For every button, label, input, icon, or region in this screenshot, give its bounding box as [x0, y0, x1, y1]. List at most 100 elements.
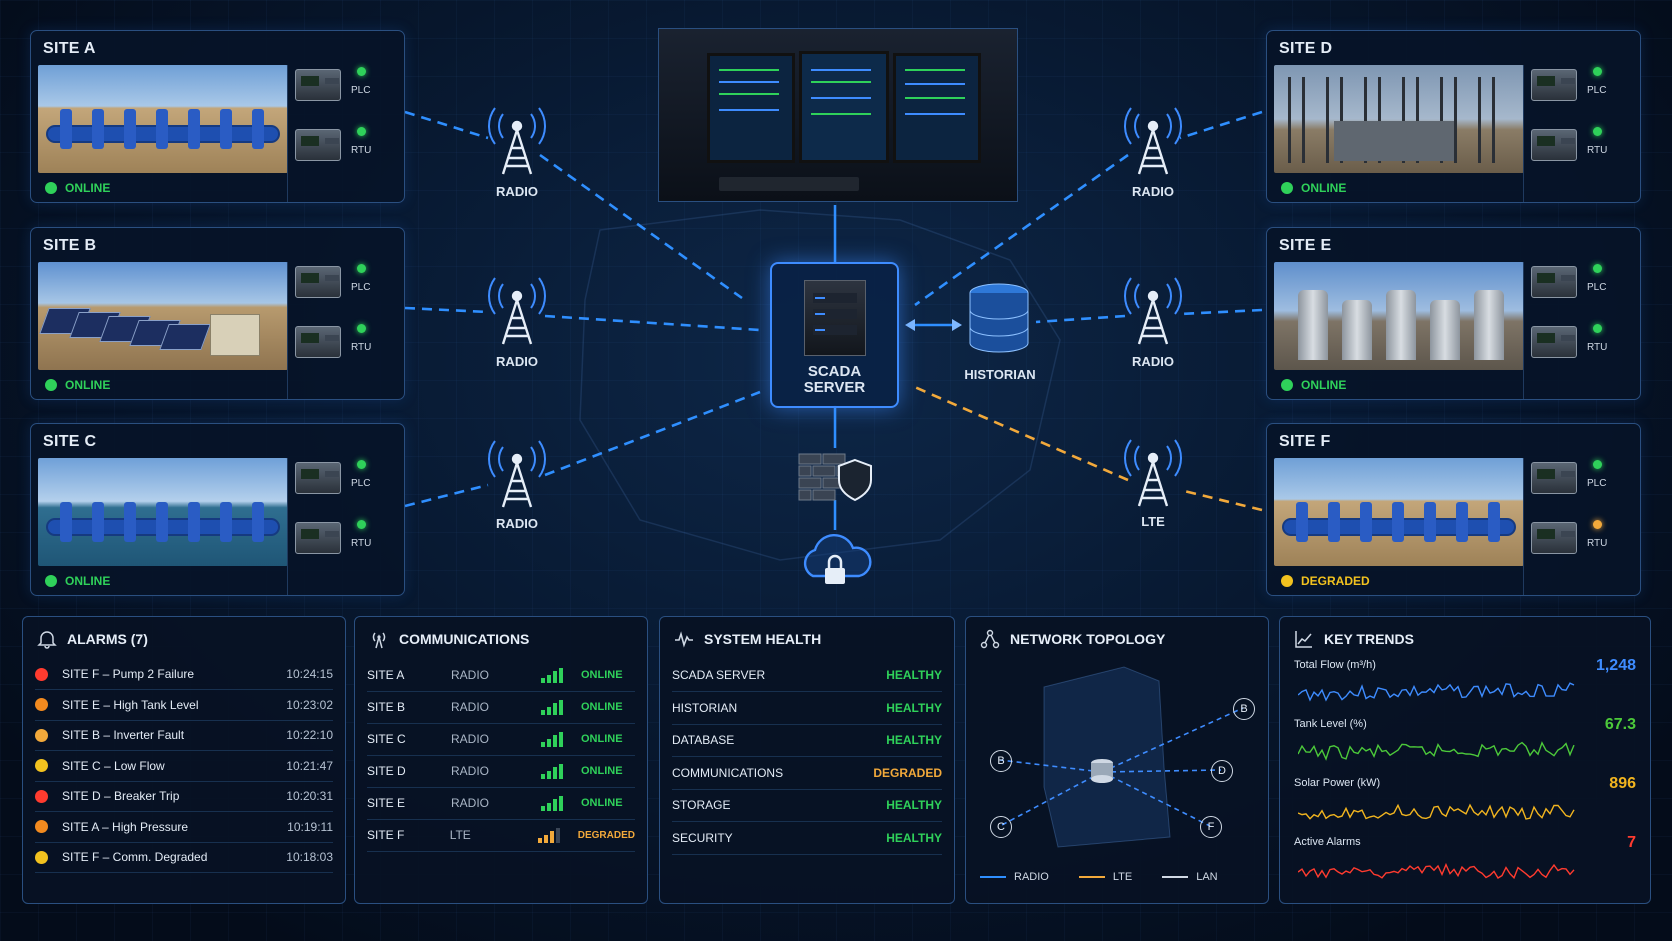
health-status: HEALTHY [886, 733, 942, 747]
radio-label-a: RADIO [496, 184, 538, 199]
trend-chart-icon [1295, 631, 1312, 648]
topology-node-c[interactable]: C [990, 816, 1012, 838]
topology-node-b2[interactable]: B [1233, 698, 1255, 720]
trend-row[interactable]: Tank Level (%)67.3 [1294, 716, 1636, 774]
site-status: ONLINE [45, 378, 110, 392]
trend-label: Total Flow (m³/h) [1294, 659, 1376, 671]
historian-database-icon[interactable] [968, 283, 1030, 355]
site-device-rtu[interactable]: RTU [1531, 324, 1607, 358]
legend-radio: RADIO [980, 871, 1049, 883]
site-status: ONLINE [1281, 378, 1346, 392]
status-dot-icon [45, 575, 57, 587]
alarm-severity-icon [35, 728, 48, 742]
topology-title: NETWORK TOPOLOGY [1010, 631, 1166, 647]
link-site-e [1179, 308, 1263, 316]
site-photo [38, 458, 288, 566]
legend-lan: LAN [1162, 871, 1218, 883]
alarm-severity-icon [35, 820, 48, 833]
site-device-plc[interactable]: PLC [1531, 264, 1607, 298]
site-photo [1274, 262, 1524, 370]
site-panel-c[interactable]: SITE C PLC RTU ONLINE [30, 423, 405, 596]
trends-title: KEY TRENDS [1324, 631, 1414, 647]
alarm-row[interactable]: SITE F – Comm. Degraded 10:18:03 [35, 842, 333, 873]
rtu-status-led [357, 520, 366, 529]
historian-label: HISTORIAN [964, 367, 1036, 382]
control-room-monitors-image [658, 28, 1018, 202]
comm-status: ONLINE [581, 669, 623, 681]
status-dot-icon [1281, 182, 1293, 194]
site-device-rtu[interactable]: RTU [1531, 127, 1607, 161]
topology-node-f[interactable]: F [1200, 816, 1222, 838]
plc-label: PLC [1587, 85, 1607, 96]
health-status: DEGRADED [873, 765, 942, 780]
rtu-label: RTU [351, 145, 372, 156]
site-status: ONLINE [45, 181, 110, 195]
comm-site: SITE D [367, 764, 406, 778]
alarm-text: SITE F – Comm. Degraded [62, 850, 208, 864]
site-status-text: ONLINE [65, 574, 111, 588]
trend-label: Solar Power (kW) [1294, 777, 1381, 789]
site-device-plc[interactable]: PLC [295, 264, 370, 298]
topology-node-d[interactable]: D [1211, 760, 1233, 782]
rtu-status-led [357, 127, 366, 136]
site-device-plc[interactable]: PLC [295, 67, 370, 101]
site-device-plc[interactable]: PLC [1531, 67, 1607, 101]
site-device-rtu[interactable]: RTU [295, 324, 371, 358]
plc-device-icon [1531, 69, 1577, 101]
server-label-line1: SCADA [807, 363, 862, 380]
site-device-rtu[interactable]: RTU [1531, 520, 1607, 554]
scada-server-node[interactable]: SCADA SERVER [770, 262, 899, 408]
site-title: SITE A [43, 40, 96, 57]
plc-device-icon [1531, 266, 1577, 298]
signal-strength-icon [541, 699, 575, 715]
site-status-text: DEGRADED [1301, 574, 1370, 588]
rtu-label: RTU [351, 538, 372, 549]
alarm-time: 10:18:03 [286, 850, 333, 864]
topology-node-b1[interactable]: B [990, 750, 1012, 772]
site-device-plc[interactable]: PLC [295, 460, 370, 494]
alarm-severity-icon [35, 698, 48, 711]
alarm-text: SITE B – Inverter Fault [62, 728, 185, 742]
site-device-rtu[interactable]: RTU [295, 520, 372, 554]
site-divider [1523, 458, 1524, 595]
site-divider [1523, 262, 1524, 399]
rtu-status-led [357, 324, 366, 333]
comm-link-type: LTE [449, 828, 471, 842]
site-device-rtu[interactable]: RTU [295, 127, 372, 161]
radio-tower-icons [488, 107, 1182, 508]
site-divider [287, 262, 288, 399]
site-title: SITE C [43, 433, 97, 450]
site-device-plc[interactable]: PLC [1531, 460, 1606, 494]
topology-icon [980, 629, 1000, 649]
plc-status-led [1593, 460, 1602, 469]
trend-row[interactable]: Total Flow (m³/h)1,248 [1294, 657, 1636, 715]
plc-label: PLC [1587, 282, 1607, 293]
comm-link-type: RADIO [451, 668, 490, 682]
trend-row[interactable]: Solar Power (kW)896 [1294, 775, 1636, 833]
site-panel-a[interactable]: SITE A PLC RTU ONLINE [30, 30, 405, 203]
